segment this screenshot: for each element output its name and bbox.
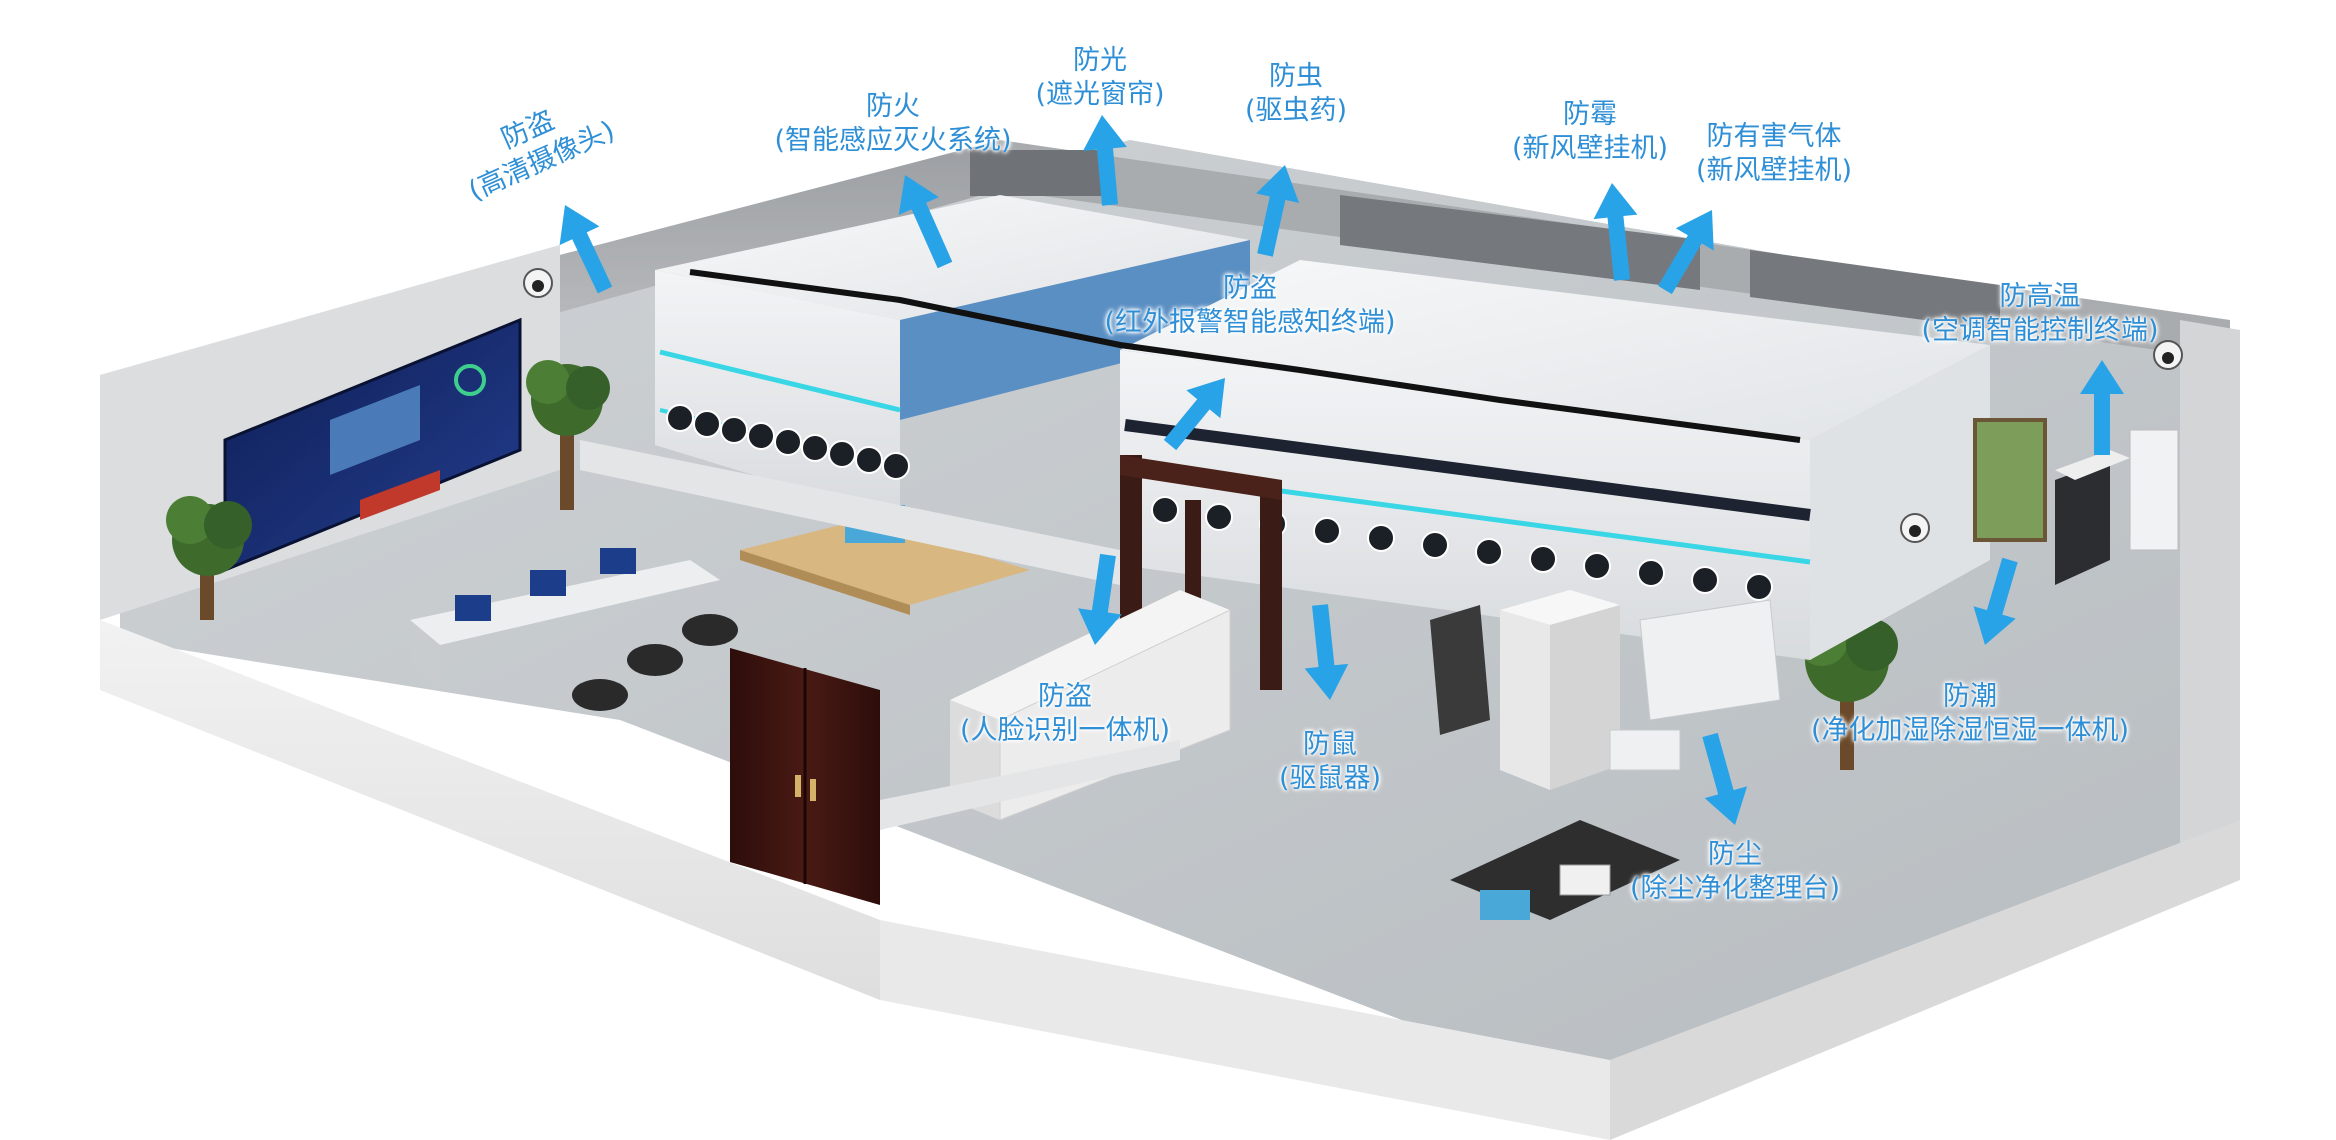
callout-detail: (驱鼠器): [1278, 763, 1382, 794]
handwheel: [774, 428, 802, 456]
callout-title: 防高温: [1999, 281, 2081, 312]
handwheel: [882, 452, 910, 480]
callout-detail: (净化加湿除湿恒湿一体机): [1810, 715, 2130, 746]
control-desk: [410, 548, 738, 711]
callout-dust: 防尘 (除尘净化整理台): [1630, 838, 1840, 906]
handwheel: [1583, 552, 1611, 580]
callout-detail: (驱虫药): [1244, 95, 1348, 126]
handwheel: [1529, 545, 1557, 573]
interior-partition-2: [880, 740, 1180, 830]
window-blind-1: [970, 150, 1110, 196]
callout-detail: (人脸识别一体机): [959, 715, 1171, 746]
camera-icon: [2153, 340, 2183, 370]
arrow-icon: [1973, 557, 2018, 645]
video-wall-map: [330, 385, 420, 475]
callout-fire: 防火 (智能感应灭火系统): [774, 90, 1011, 158]
handwheel: [1637, 559, 1665, 587]
callout-rodent: 防鼠 (驱鼠器): [1279, 728, 1381, 796]
handwheel: [1313, 517, 1341, 545]
arrow-icon: [1163, 378, 1225, 451]
handwheel: [747, 422, 775, 450]
callout-title: 防光: [1072, 45, 1127, 76]
callout-heat: 防高温 (空调智能控制终端): [1921, 280, 2158, 348]
callout-detail: (新风壁挂机): [1511, 133, 1669, 164]
callout-title: 防尘: [1707, 839, 1762, 870]
arrow-icon: [1083, 115, 1127, 206]
arrow-icon: [1593, 183, 1638, 281]
shelving-block-right: [1120, 260, 1990, 660]
callout-gas: 防有害气体 (新风壁挂机): [1696, 120, 1852, 188]
arrow-icon: [1702, 732, 1748, 825]
dust-cleaning-station: [1450, 599, 1781, 920]
callout-title: 防虫: [1268, 61, 1323, 92]
callout-title: 防盗: [1222, 273, 1277, 304]
arrow-icon: [559, 205, 613, 294]
callout-detail: (空调智能控制终端): [1921, 315, 2159, 346]
arrow-icon: [1078, 553, 1122, 645]
front-wall-left: [100, 620, 880, 1000]
window-blind-3: [1750, 250, 2000, 330]
right-wall: [2180, 320, 2240, 860]
copier: [1430, 605, 1490, 735]
handwheel: [828, 440, 856, 468]
plant-icon: [166, 496, 252, 620]
callout-title: 防鼠: [1302, 729, 1357, 760]
video-wall-gauge: [454, 364, 486, 396]
handwheel: [1151, 496, 1179, 524]
callout-title: 防潮: [1942, 681, 1997, 712]
callout-detail: (新风壁挂机): [1695, 155, 1853, 186]
camera-icon: [523, 268, 553, 298]
callout-title: 防霉: [1562, 99, 1617, 130]
handwheel: [1205, 503, 1233, 531]
front-wall-right: [1610, 820, 2240, 1140]
front-wall-mid: [880, 920, 1610, 1140]
handwheel: [1745, 573, 1773, 601]
handwheel: [1691, 566, 1719, 594]
callout-infrared: 防盗 (红外报警智能感知终端): [1104, 272, 1395, 340]
tall-cabinet: [1500, 590, 1620, 790]
arrow-icon: [2080, 360, 2124, 455]
handwheel: [693, 410, 721, 438]
arrow-icon: [898, 175, 953, 269]
callout-mold: 防霉 (新风壁挂机): [1512, 98, 1668, 166]
callout-damp: 防潮 (净化加湿除湿恒湿一体机): [1811, 680, 2129, 748]
plant-icon: [526, 360, 610, 510]
callout-detail: (智能感应灭火系统): [774, 125, 1012, 156]
handwheel: [855, 446, 883, 474]
arrow-icon: [1304, 604, 1349, 700]
handwheel: [1367, 524, 1395, 552]
callout-detail: (除尘净化整理台): [1629, 873, 1841, 904]
callout-title: 防有害气体: [1706, 121, 1842, 152]
handwheel: [1475, 538, 1503, 566]
interior-partition: [580, 440, 1120, 585]
wall-ac-unit: [2129, 429, 2179, 551]
callout-detail: (遮光窗帘): [1035, 79, 1165, 110]
callout-detail: (红外报警智能感知终端): [1104, 307, 1396, 338]
handwheel: [801, 434, 829, 462]
callout-insect: 防虫 (驱虫药): [1245, 60, 1347, 128]
handwheel: [720, 416, 748, 444]
callout-light: 防光 (遮光窗帘): [1035, 44, 1164, 112]
arrow-icon: [1658, 210, 1714, 295]
callout-title: 防火: [865, 91, 920, 122]
video-wall-alert: [360, 470, 440, 520]
arrow-icon: [1256, 165, 1300, 257]
handwheel: [666, 404, 694, 432]
window-blind-2: [1340, 195, 1700, 290]
air-conditioner: [2055, 450, 2130, 585]
handwheel: [1421, 531, 1449, 559]
main-door: [730, 648, 880, 905]
landscape-painting: [1973, 418, 2047, 542]
sensor-cable: [689, 269, 1801, 443]
callout-face: 防盗 (人脸识别一体机): [960, 680, 1170, 748]
callout-title: 防盗: [1037, 681, 1092, 712]
camera-icon: [1900, 513, 1930, 543]
